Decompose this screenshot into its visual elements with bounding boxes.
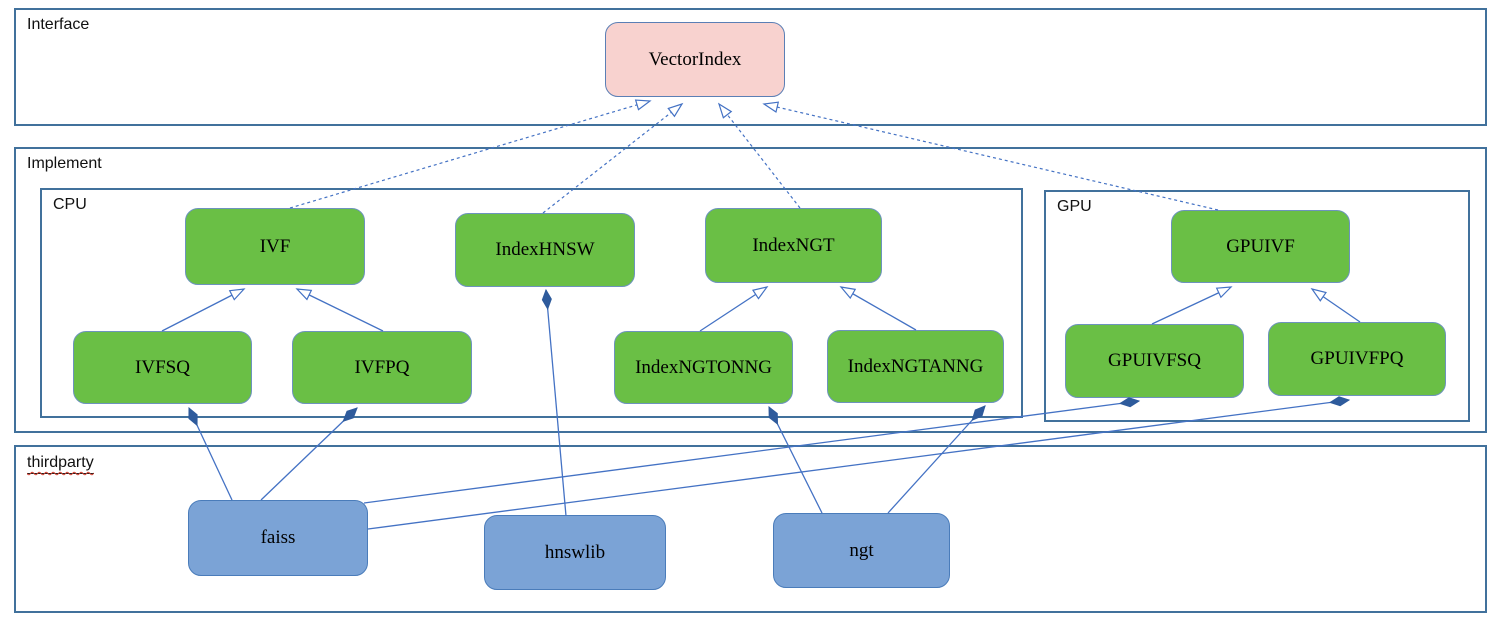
node-ivf-label: IVF [259,235,291,257]
container-interface-label: Interface [27,16,90,33]
node-gpuivfpq-label: GPUIVFPQ [1310,348,1404,369]
node-faiss: faiss [188,500,368,576]
node-ngt: ngt [773,513,950,588]
node-faiss-label: faiss [260,527,296,548]
node-gpuivf: GPUIVF [1171,210,1350,283]
node-indexngtonng: IndexNGTONNG [614,331,793,404]
container-implement-label: Implement [27,155,102,172]
container-thirdparty-label: thirdparty [27,453,94,474]
node-ngt-label: ngt [849,539,874,561]
node-hnswlib: hnswlib [484,515,666,590]
container-gpu-label: GPU [1057,198,1092,215]
node-hnswlib-label: hnswlib [544,541,606,563]
node-indexngtanng: IndexNGTANNG [827,330,1004,403]
node-ivfpq-label: IVFPQ [354,356,410,378]
node-gpuivfsq-label: GPUIVFSQ [1108,350,1201,371]
container-thirdparty-label-text: thirdparty [27,454,94,471]
container-cpu-label: CPU [53,196,87,213]
node-vectorindex-label: VectorIndex [648,48,742,70]
node-indexngt-label: IndexNGT [752,234,835,256]
node-ivfsq-label: IVFSQ [135,356,190,378]
node-indexhnsw-label: IndexHNSW [495,239,595,260]
node-indexngt: IndexNGT [705,208,882,283]
node-ivfsq: IVFSQ [73,331,252,404]
node-ivfpq: IVFPQ [292,331,472,404]
node-gpuivf-label: GPUIVF [1226,235,1295,257]
node-vectorindex: VectorIndex [605,22,785,97]
node-ivf: IVF [185,208,365,285]
node-gpuivfsq: GPUIVFSQ [1065,324,1244,398]
node-indexhnsw: IndexHNSW [455,213,635,287]
node-indexngtonng-label: IndexNGTONNG [635,356,772,378]
node-gpuivfpq: GPUIVFPQ [1268,322,1446,396]
node-indexngtanng-label: IndexNGTANNG [847,355,984,377]
